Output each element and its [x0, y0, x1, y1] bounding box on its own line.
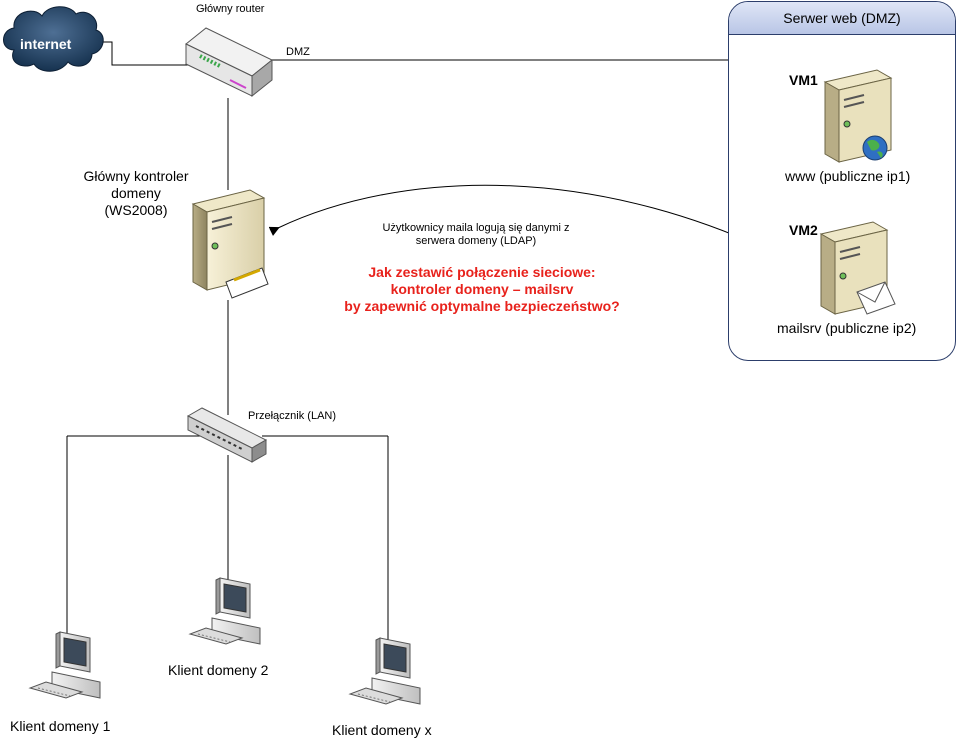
domain-controller-label-line1: Główny kontroler	[83, 168, 189, 184]
vm2-description: mailsrv (publiczne ip2)	[777, 320, 917, 336]
client-label-2: Klient domeny 2	[168, 662, 269, 678]
router-label: Główny router	[196, 3, 265, 15]
client-pc-icon-2	[188, 577, 261, 645]
ldap-note-line1: Użytkownicy maila logują się danymi z	[382, 222, 570, 234]
domain-controller-label-line3: (WS2008)	[104, 201, 168, 218]
router-icon	[185, 27, 273, 98]
internet-cloud-icon	[3, 6, 104, 72]
ldap-note-line2: serwera domeny (LDAP)	[415, 235, 537, 248]
domain-controller-label: Główny kontroler domeny (WS2008)	[82, 168, 190, 218]
switch-icon	[186, 407, 268, 463]
domain-controller-server-icon	[191, 189, 269, 299]
security-question-line3: by zapewnić optymalne bezpieczeństwo?	[344, 297, 620, 314]
security-question: Jak zestawić połączenie sieciowe: kontro…	[326, 264, 638, 314]
domain-controller-label-line2: domeny	[111, 184, 161, 201]
client-pc-icon-x	[348, 637, 421, 705]
internet-label: internet	[20, 36, 72, 52]
vm1-web-server-icon	[823, 69, 893, 163]
vm2-name: VM2	[789, 222, 818, 238]
network-links	[66, 41, 728, 640]
client-pc-icon-1	[28, 631, 101, 699]
security-question-line2: kontroler domeny – mailsrv	[390, 280, 574, 297]
switch-label: Przełącznik (LAN)	[248, 410, 337, 422]
vm1-description: www (publiczne ip1)	[785, 168, 911, 184]
dmz-panel-title: Serwer web (DMZ)	[729, 2, 955, 35]
vm2-mail-server-icon	[819, 221, 896, 315]
link-internet-router	[97, 41, 190, 66]
ldap-arrow	[268, 184, 807, 269]
security-question-line1: Jak zestawić połączenie sieciowe:	[368, 264, 596, 280]
client-label-x: Klient domeny x	[332, 722, 432, 738]
ldap-note: Użytkownicy maila logują się danymi z se…	[346, 222, 606, 248]
vm1-name: VM1	[789, 72, 818, 88]
client-label-1: Klient domeny 1	[10, 718, 111, 734]
dmz-port-label: DMZ	[286, 46, 310, 58]
dmz-panel: Serwer web (DMZ) VM1 www (publiczne ip1)	[728, 1, 956, 361]
